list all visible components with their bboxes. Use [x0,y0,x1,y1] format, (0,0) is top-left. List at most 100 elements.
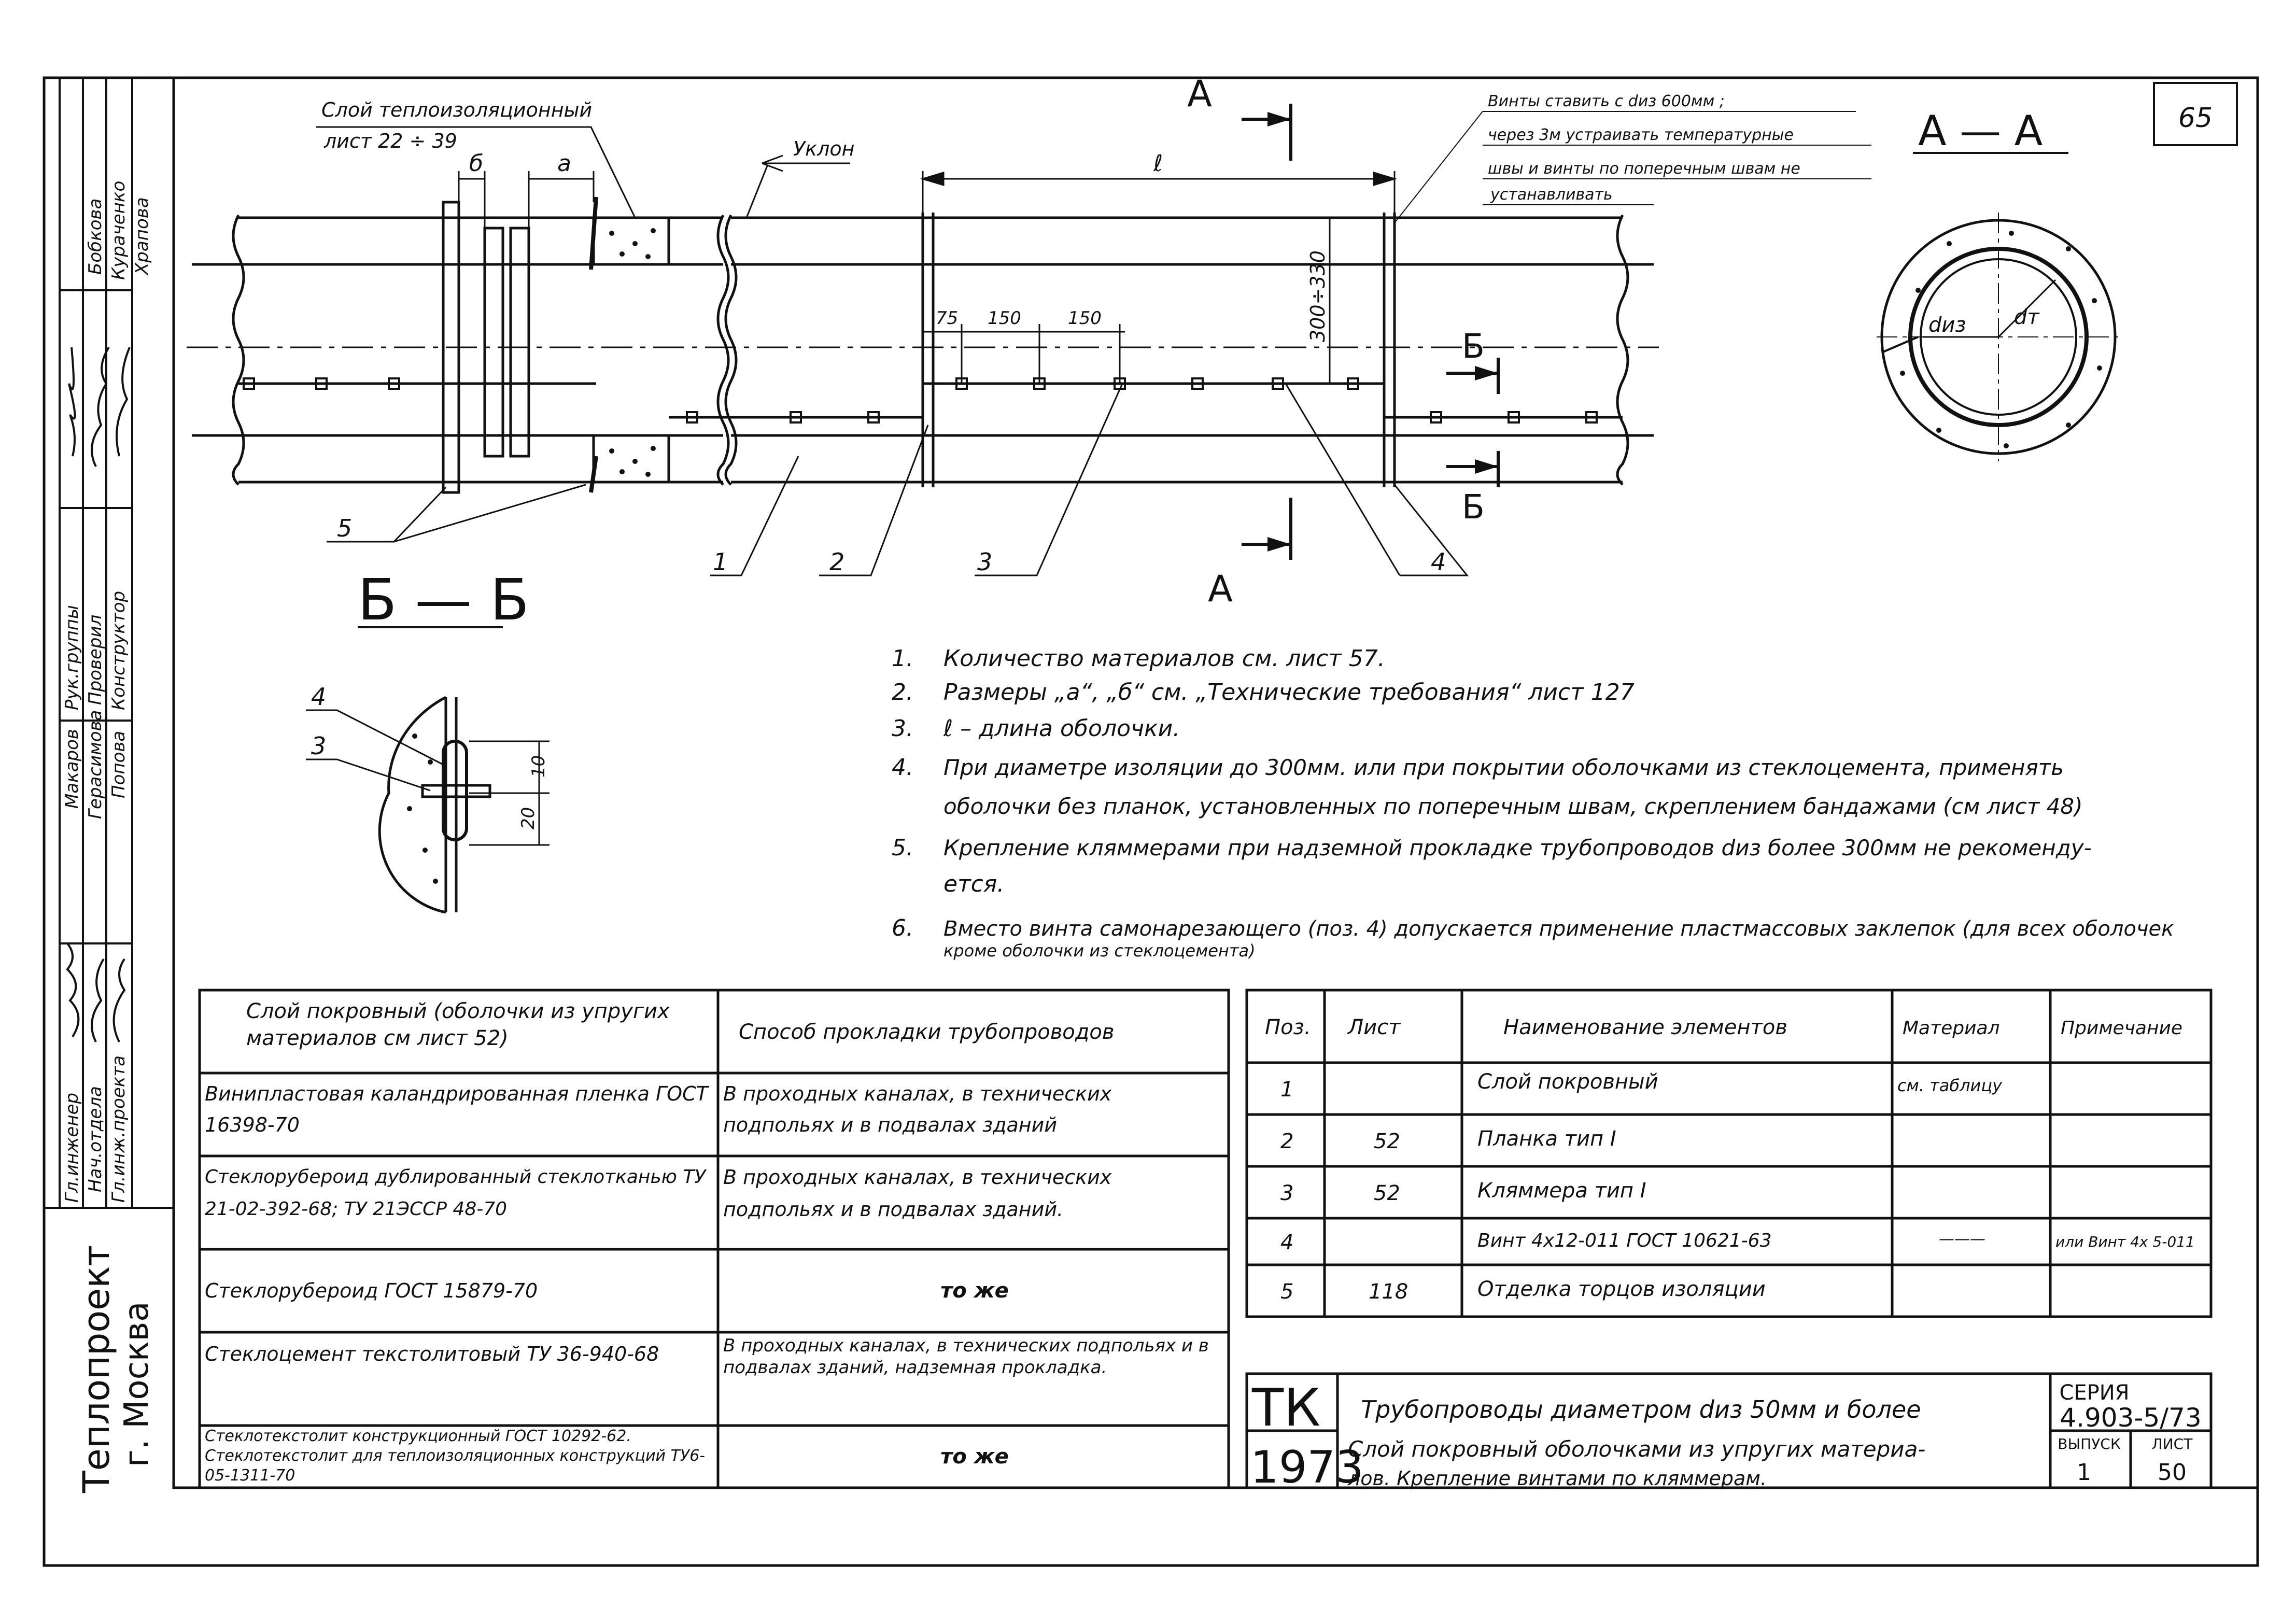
pos-1-label: 1 [713,548,728,576]
note-line-4: устанавливать [1490,186,1613,204]
pos-5-label: 5 [337,514,352,542]
role-chief-engineer: Гл.инженер [62,1093,82,1203]
sheet-number: 65 [2178,103,2213,134]
sheet-label: ЛИСТ [2152,1435,2193,1452]
dim-75: 75 [936,308,958,329]
rt-header-pos: Поз. [1265,1015,1311,1039]
pos-3-label: 3 [977,548,992,576]
dim-150-b: 150 [1068,308,1102,329]
section-a-top: А [1187,73,1212,115]
rt-r5-sheet: 118 [1369,1280,1408,1304]
note-line-3: швы и винты по поперечным швам не [1488,160,1800,178]
section-bb-view: Б — Б 10 20 4 3 [306,567,550,914]
note-3-text: ℓ – длина оболочки. [943,715,1180,742]
note-1-num: 1. [892,645,913,672]
left-row-3-layer: Стеклорубероид ГОСТ 15879-70 [205,1279,538,1302]
d-t-label: dт [2014,305,2040,329]
left-row-2-method: В проходных каналах, в технических подпо… [723,1166,1112,1221]
dim-300-330: 300÷330 [1306,250,1329,342]
section-a-bottom: А [1208,568,1233,610]
slope-label: Уклон [793,137,855,160]
issue-value: 1 [2077,1459,2091,1486]
role-chief-project-engineer: Гл.инж.проекта [108,1055,129,1203]
note-4-text: При диаметре изоляции до 300мм. или при … [943,755,2064,780]
insulation-sheets-label: лист 22 ÷ 39 [323,130,457,152]
note-6-cont: кроме оболочки из стеклоцемента) [943,941,1256,961]
org-name: Теплопроект [75,1245,118,1493]
section-aa-view: А — А dиз dт [1877,107,2120,461]
series-value: 4.903-5/73 [2060,1403,2201,1433]
sheet-value: 50 [2158,1459,2187,1486]
title-block: ТК 1973 Трубопроводы диаметром dиз 50мм … [1245,1372,2213,1493]
screws-note: Винты ставить с dиз 600мм ; через 3м уст… [1394,92,1871,223]
note-6-text: Вместо винта самонарезающего (поз. 4) до… [943,917,2174,941]
year-label: 1973 [1250,1442,1364,1493]
section-bb-title: Б — Б [358,567,529,633]
role-checked: Проверил [85,615,106,705]
section-b-marker: Б Б [1446,328,1500,527]
rt-header-material: Материал [1903,1018,2000,1039]
left-row-4-method: В проходных каналах, в технических подпо… [723,1335,1209,1378]
cover-layer-table: Слой покровный (оболочки из упругих мате… [198,989,1230,1489]
note-2-num: 2. [892,679,913,706]
dim-a: а [557,150,571,177]
name-gerasimova: Герасимова [85,710,106,819]
issue-label: ВЫПУСК [2058,1435,2121,1452]
flange [442,201,530,494]
note-5-cont: ется. [943,871,1004,897]
bb-pos-4: 4 [311,683,326,711]
left-header-method: Способ прокладки трубопроводов [739,1020,1115,1044]
rt-header-note: Примечание [2061,1018,2182,1039]
dim-20: 20 [518,807,539,829]
sheet-number-box: 65 [2153,82,2238,146]
section-a-marker: А А [1187,73,1292,610]
note-line-1: Винты ставить с dиз 600мм ; [1488,92,1725,110]
rt-r3-name: Кляммера тип I [1477,1179,1646,1203]
rt-r3-sheet: 52 [1374,1181,1400,1205]
dim-150-a: 150 [988,308,1021,329]
left-row-1-layer: Винипластовая каландрированная пленка ГО… [205,1082,708,1136]
bb-pos-3: 3 [311,732,326,760]
pos-4-label: 4 [1431,548,1446,576]
role-boss-3: Храпова [132,197,152,276]
left-row-5-layer: Стеклотекстолит конструкционный ГОСТ 102… [205,1427,706,1485]
position-leaders [327,383,1469,576]
signature-stamp: Бобкова Кураченко Храпова Рук.группы Про… [44,78,174,1493]
left-row-4-layer: Стеклоцемент текстолитовый ТУ 36-940-68 [205,1343,659,1365]
elements-table: Поз. Лист Наименование элементов Материа… [1245,989,2213,1318]
section-b-top: Б [1462,328,1485,366]
name-makarov: Макаров [62,729,82,809]
section-aa-title: А — А [1918,107,2043,155]
dim-l: ℓ [1153,150,1163,177]
rt-header-name: Наименование элементов [1503,1015,1787,1039]
name-popova: Попова [108,731,129,798]
note-line-2: через 3м устраивать температурные [1488,126,1794,144]
section-b-bottom: Б [1462,488,1485,527]
rt-r1-pos: 1 [1280,1078,1293,1102]
left-row-1-method: В проходных каналах, в технических подпо… [723,1082,1112,1136]
note-5-num: 5. [892,835,913,861]
rt-header-sheet: Лист [1347,1015,1401,1039]
note-6-num: 6. [892,915,913,941]
insulation-layer-label: Слой теплоизоляционный [321,98,592,121]
title-line-1: Трубопроводы диаметром dиз 50мм и более [1361,1395,1921,1423]
title-line-3: лов. Крепление винтами по кляммерам. [1347,1467,1767,1490]
note-5-text: Крепление кляммерами при надземной прокл… [943,835,2092,861]
rt-r3-pos: 3 [1280,1181,1293,1205]
note-4-num: 4. [892,754,913,781]
tk-label: ТК [1251,1377,1320,1438]
rt-r4-pos: 4 [1280,1231,1293,1254]
rt-r4-material: ——— [1939,1230,1985,1248]
pipe-elevation-view: б а Слой теплоизоляционный лист 22 ÷ 39 … [187,73,1871,610]
left-row-2-layer: Стеклорубероид дублированный стеклоткань… [205,1166,706,1220]
left-row-5-method: то же [940,1445,1009,1469]
role-designer: Конструктор [108,591,129,710]
insulation-end [589,196,670,493]
rt-r5-pos: 5 [1280,1280,1293,1304]
role-boss-1: Бобкова [85,199,106,275]
role-dept-head: Нач.отдела [85,1086,106,1192]
note-4-cont: оболочки без планок, установленных по по… [943,794,2083,819]
rt-r1-name: Слой покровный [1477,1070,1658,1094]
rt-r4-name: Винт 4х12-011 ГОСТ 10621-63 [1477,1230,1772,1251]
